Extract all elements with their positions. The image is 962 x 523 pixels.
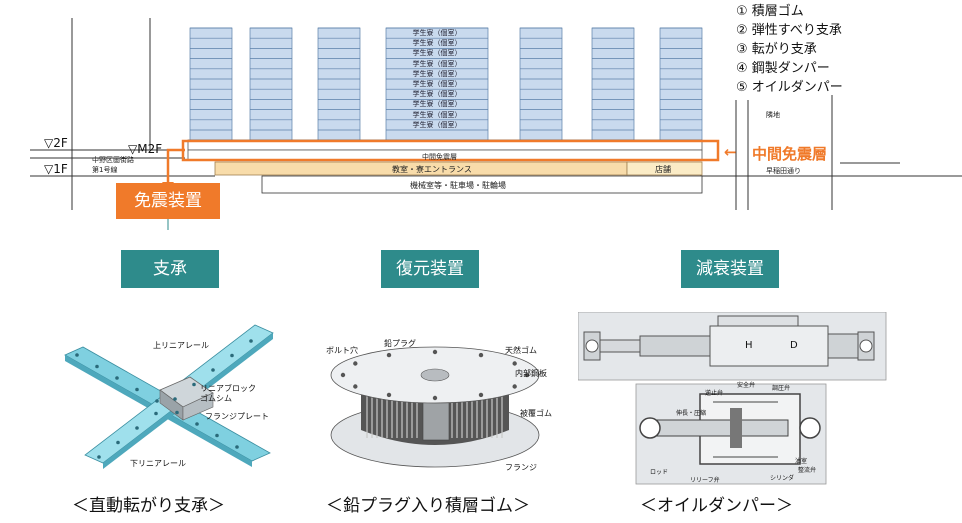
legend-item: ④ 鋼製ダンパー [736,61,830,76]
damper-label: 安全弁 [737,382,756,389]
caption-rolling-bearing: ＜直動転がり支承＞ [72,496,225,516]
rail-block-label: リニアブロック [200,384,256,393]
level-1f: ▽1F [44,162,68,176]
dorm-floor-label: 学生寮（個室） [412,29,462,37]
rubber-natural-label: 天然ゴム [505,346,537,355]
rubber-cover-label: 被覆ゴム [520,409,552,418]
rubber-bolt-label: ボルト穴 [326,346,358,355]
damper-label: 調圧弁 [772,385,791,392]
rubber-flange-label: フランジ [505,463,537,472]
rubber-plug-label: 鉛プラグ [384,339,416,348]
street-left-1: 中野区画街路 [92,156,134,164]
damper-label: シリンダ [770,475,795,482]
dorm-floor-label: 学生寮（個室） [412,90,462,99]
rail-shim-label: ゴムシム [200,394,232,403]
street-right-1: 隣地 [766,111,780,119]
level-2f: ▽2F [44,136,68,150]
rail-upper-label: 上リニアレール [153,341,209,350]
dorm-tower [659,27,703,141]
dorm-label-stack: 学生寮（個室）学生寮（個室）学生寮（個室）学生寮（個室）学生寮（個室）学生寮（個… [386,28,488,130]
lead-rubber-bearing-illustration [330,346,540,468]
damper-label: リリーフ弁 [690,477,720,484]
dorm-floor-label: 学生寮（個室） [412,69,462,78]
damper-letter-d: D [790,340,798,351]
classroom-label: 教室・寮エントランス [392,165,472,174]
rail-lower-label: 下リニアレール [130,459,186,468]
category-bearing: 支承 [121,250,219,288]
damper-label: 逆止弁 [705,390,724,397]
dorm-tower [189,27,233,141]
dorm-floor-label: 学生寮（個室） [412,120,462,129]
damper-label: 伸長・圧縮 [676,410,707,417]
dorm-floor-label: 学生寮（個室） [412,59,462,68]
dorm-tower [591,27,635,141]
dorm-tower [317,27,361,141]
basement-label: 機械室等・駐車場・駐輪場 [410,181,506,190]
damper-letter-h: H [745,340,753,351]
dorm-floor-label: 学生寮（個室） [412,79,462,88]
dorm-floor-label: 学生寮（個室） [412,49,462,58]
legend-item: ② 弾性すべり支承 [736,23,842,38]
building-section [30,18,962,230]
dorm-floor-label: 学生寮（個室） [412,39,462,48]
street-left-2: 第1号線 [92,166,118,174]
damper-label: ロッド [650,469,669,476]
legend-item: ① 積層ゴム [736,4,804,19]
oil-damper-illustration [578,312,887,485]
street-right-2: 早稲田通り [766,167,801,175]
caption-lead-rubber: ＜鉛プラグ入り積層ゴム＞ [326,496,530,516]
legend-item: ③ 転がり支承 [736,42,817,57]
dorm-floor-label: 学生寮（個室） [412,110,462,119]
mid-floor-label: 中間免震層 [422,153,457,161]
dorm-tower [519,27,563,141]
legend-item: ⑤ オイルダンパー [736,80,843,95]
dorm-floor-label: 学生寮（個室） [412,100,462,109]
rubber-steel-label: 内部鋼板 [515,369,547,378]
caption-oil-damper: ＜オイルダンパー＞ [640,496,793,516]
callout-label: 中間免震層 [752,145,828,163]
damper-label: 油室 [795,458,808,465]
category-restoring: 復元装置 [381,250,479,288]
isolation-device-box: 免震装置 [116,183,220,219]
damper-label: 整流弁 [798,467,817,474]
linear-rolling-bearing-illustration [64,324,274,469]
callout-arrow: ← [724,143,737,161]
category-damping: 減衰装置 [681,250,779,288]
level-m2f: ▽M2F [128,142,163,156]
shop-label: 店舗 [655,165,671,174]
rail-flange-label: フランジプレート [205,412,269,421]
dorm-tower [249,27,293,141]
